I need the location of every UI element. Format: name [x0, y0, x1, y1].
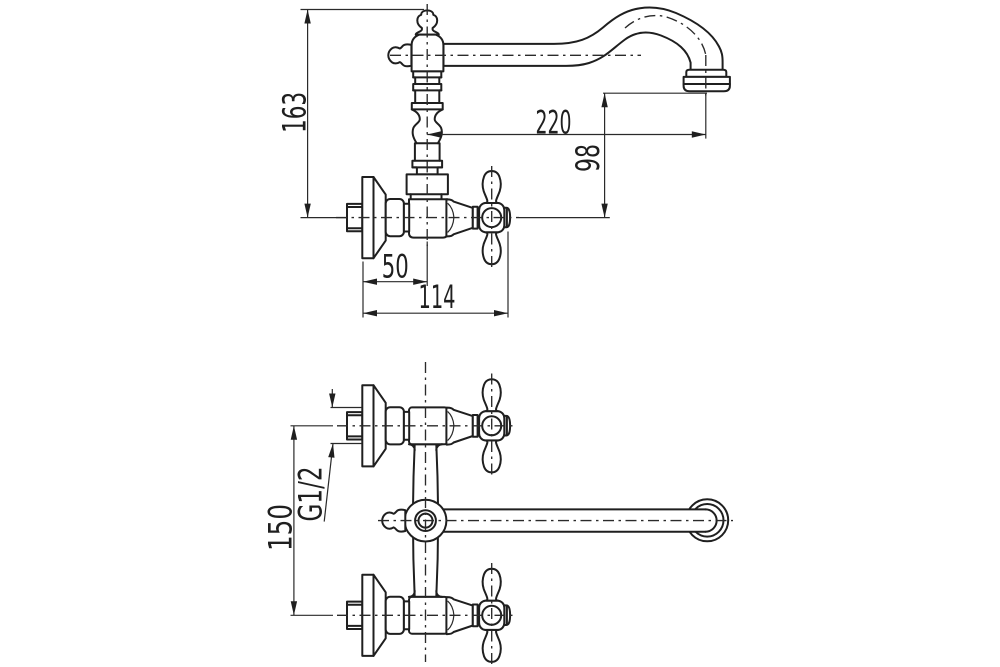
spout-body: [442, 6, 724, 71]
dim-98-arrow-bottom: [601, 203, 608, 218]
dim-g12-arrow-bottom: [328, 443, 335, 458]
plan-view: 150 G1/2: [262, 362, 733, 666]
plan-dimensions: 150 G1/2: [262, 389, 362, 616]
spout: [442, 6, 731, 93]
front-centerlines: [336, 4, 707, 271]
dim-50: 50: [362, 241, 428, 318]
dim-150-arrow-bottom: [290, 601, 298, 616]
spout-bend-centerline: [624, 14, 707, 56]
front-dimensions: 163 220 98: [276, 8, 707, 318]
spout-aerator: [682, 68, 731, 93]
dim-114-arrow-right: [494, 310, 508, 317]
valve-body: [408, 198, 449, 239]
dim-114-arrow-left: [363, 310, 377, 317]
dim-150-arrow-top: [290, 425, 298, 440]
dim-98-arrow-top: [601, 93, 608, 108]
plan-centerlines: [337, 362, 733, 666]
arm-bar-fillets: [407, 443, 444, 598]
dim-163: 163: [276, 8, 424, 219]
dim-150: 150: [262, 425, 333, 616]
dim-163-label: 163: [276, 92, 314, 133]
dim-g12: G1/2: [292, 389, 362, 522]
dim-220-arrow-left: [427, 131, 442, 138]
dim-98-label: 98: [569, 144, 607, 172]
dim-163-arrow-bottom: [304, 203, 311, 218]
dim-114-label: 114: [419, 278, 456, 316]
front-view: 163 220 98: [276, 4, 731, 318]
dim-50-arrow-right: [413, 278, 428, 285]
dim-220-arrow-right: [691, 131, 706, 138]
dim-150-label: 150: [262, 504, 300, 551]
front-inlet: [346, 176, 411, 260]
dim-50-arrow-left: [363, 278, 377, 285]
dim-220-label: 220: [536, 104, 572, 142]
dim-98: 98: [519, 92, 707, 219]
dim-g12-label: G1/2: [292, 467, 330, 522]
dim-50-label: 50: [382, 247, 409, 285]
dim-163-arrow-top: [304, 9, 311, 24]
column-finial: [414, 9, 440, 36]
dim-220: 220: [427, 94, 707, 142]
dim-114: 114: [363, 231, 509, 318]
dim-g12-arrow-top: [329, 393, 336, 408]
